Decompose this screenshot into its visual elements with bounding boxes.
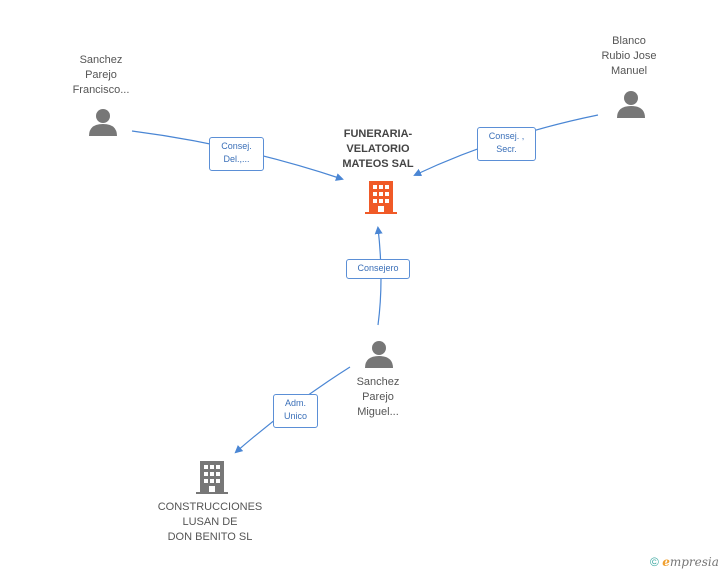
edge-badge-adm-unico[interactable]: Adm. Unico [273,394,318,428]
node-construcciones[interactable]: CONSTRUCCIONES LUSAN DE DON BENITO SL [150,500,270,545]
node-sanchez-francisco[interactable]: Sanchez Parejo Francisco... [58,53,144,98]
node-label: Sanchez Parejo Miguel... [356,376,400,418]
node-label: CONSTRUCCIONES LUSAN DE DON BENITO SL [157,501,263,543]
building-icon [196,461,228,494]
node-funeraria[interactable]: FUNERARIA- VELATORIO MATEOS SAL [330,127,426,172]
edge-badge-consej-secr[interactable]: Consej. , Secr. [477,127,536,161]
edge-badge-consej-del[interactable]: Consej. Del.,... [209,137,264,171]
building-icon-highlight [365,181,397,214]
person-icon [617,91,645,118]
person-icon [89,109,117,136]
node-label: Sanchez Parejo Francisco... [72,54,130,96]
brand-logo: empresia [662,555,719,569]
node-label: Blanco Rubio Jose Manuel [601,35,657,77]
node-label: FUNERARIA- VELATORIO MATEOS SAL [342,128,414,170]
node-sanchez-miguel[interactable]: Sanchez Parejo Miguel... [334,375,422,420]
person-icon [365,341,393,368]
edge-badge-consejero[interactable]: Consejero [346,259,410,279]
node-blanco-rubio[interactable]: Blanco Rubio Jose Manuel [584,34,674,79]
copyright-icon: © [650,555,659,569]
empresia-watermark: © empresia [650,555,719,569]
